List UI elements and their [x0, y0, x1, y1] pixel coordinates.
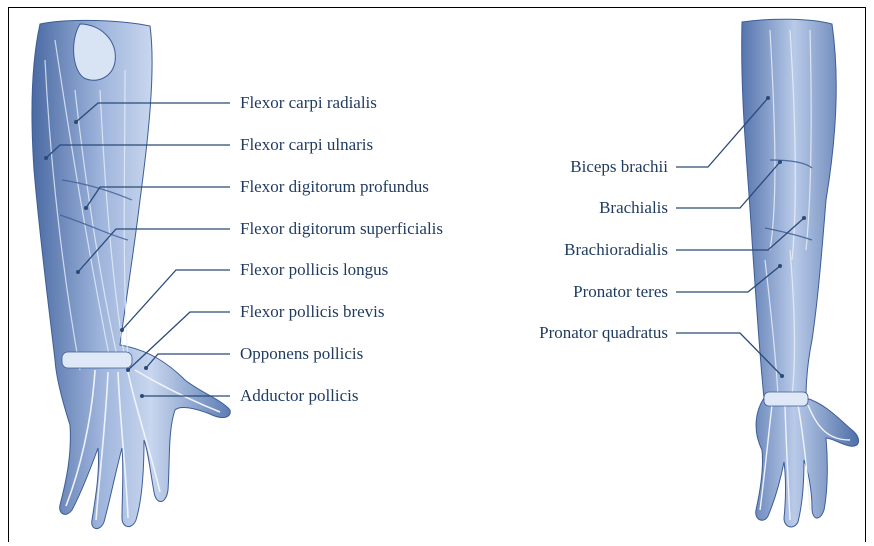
label-flexor-pollicis-longus: Flexor pollicis longus [240, 260, 389, 279]
lateral-wrist-band [763, 391, 809, 407]
finger-tendons [65, 369, 221, 521]
label-adductor-pollicis: Adductor pollicis [240, 386, 359, 405]
leader-opponens-pollicis [145, 353, 230, 369]
label-flexor-carpi-radialis: Flexor carpi radialis [240, 93, 377, 112]
muscle-fibers [44, 39, 133, 371]
lateral-arm-illustration [741, 18, 859, 528]
label-brachioradialis: Brachioradialis [564, 240, 668, 259]
leader-biceps-brachii [676, 97, 769, 168]
label-biceps-brachii: Biceps brachii [570, 157, 668, 176]
elbow-bulge [73, 23, 116, 81]
anterior-forearm-shape [31, 19, 231, 529]
right-leader-lines [676, 97, 805, 377]
leader-brachioradialis [676, 217, 805, 251]
right-leader-dots [766, 96, 806, 378]
frame-top-border [8, 7, 866, 8]
leader-flexor-carpi-radialis [75, 102, 230, 123]
leader-flexor-carpi-ulnaris [45, 144, 230, 159]
label-flexor-carpi-ulnaris: Flexor carpi ulnaris [240, 135, 374, 154]
leader-brachialis [676, 161, 781, 209]
leader-flexor-digitorum-superficialis [77, 228, 230, 273]
label-flexor-pollicis-brevis: Flexor pollicis brevis [240, 302, 385, 321]
wrist-band [61, 351, 133, 369]
label-brachialis: Brachialis [599, 198, 668, 217]
frame-left-border [8, 7, 9, 542]
leader-flexor-pollicis-brevis [127, 311, 230, 371]
lateral-finger-tendons [759, 404, 851, 521]
label-flexor-digitorum-profundus: Flexor digitorum profundus [240, 177, 429, 196]
left-leader-dots [44, 120, 148, 398]
leader-pronator-teres [676, 265, 781, 293]
leader-flexor-digitorum-profundus [85, 186, 230, 209]
left-leader-lines [45, 102, 230, 397]
label-pronator-teres: Pronator teres [573, 282, 668, 301]
leader-flexor-pollicis-longus [121, 269, 230, 331]
anterior-forearm-illustration [31, 19, 231, 529]
label-opponens-pollicis: Opponens pollicis [240, 344, 364, 363]
lateral-arm-shape [741, 18, 859, 528]
leader-pronator-quadratus [676, 332, 783, 377]
label-flexor-digitorum-superficialis: Flexor digitorum superficialis [240, 219, 444, 238]
lateral-muscle-fibers [764, 29, 813, 396]
frame-right-border [865, 7, 866, 542]
label-pronator-quadratus: Pronator quadratus [539, 323, 668, 342]
